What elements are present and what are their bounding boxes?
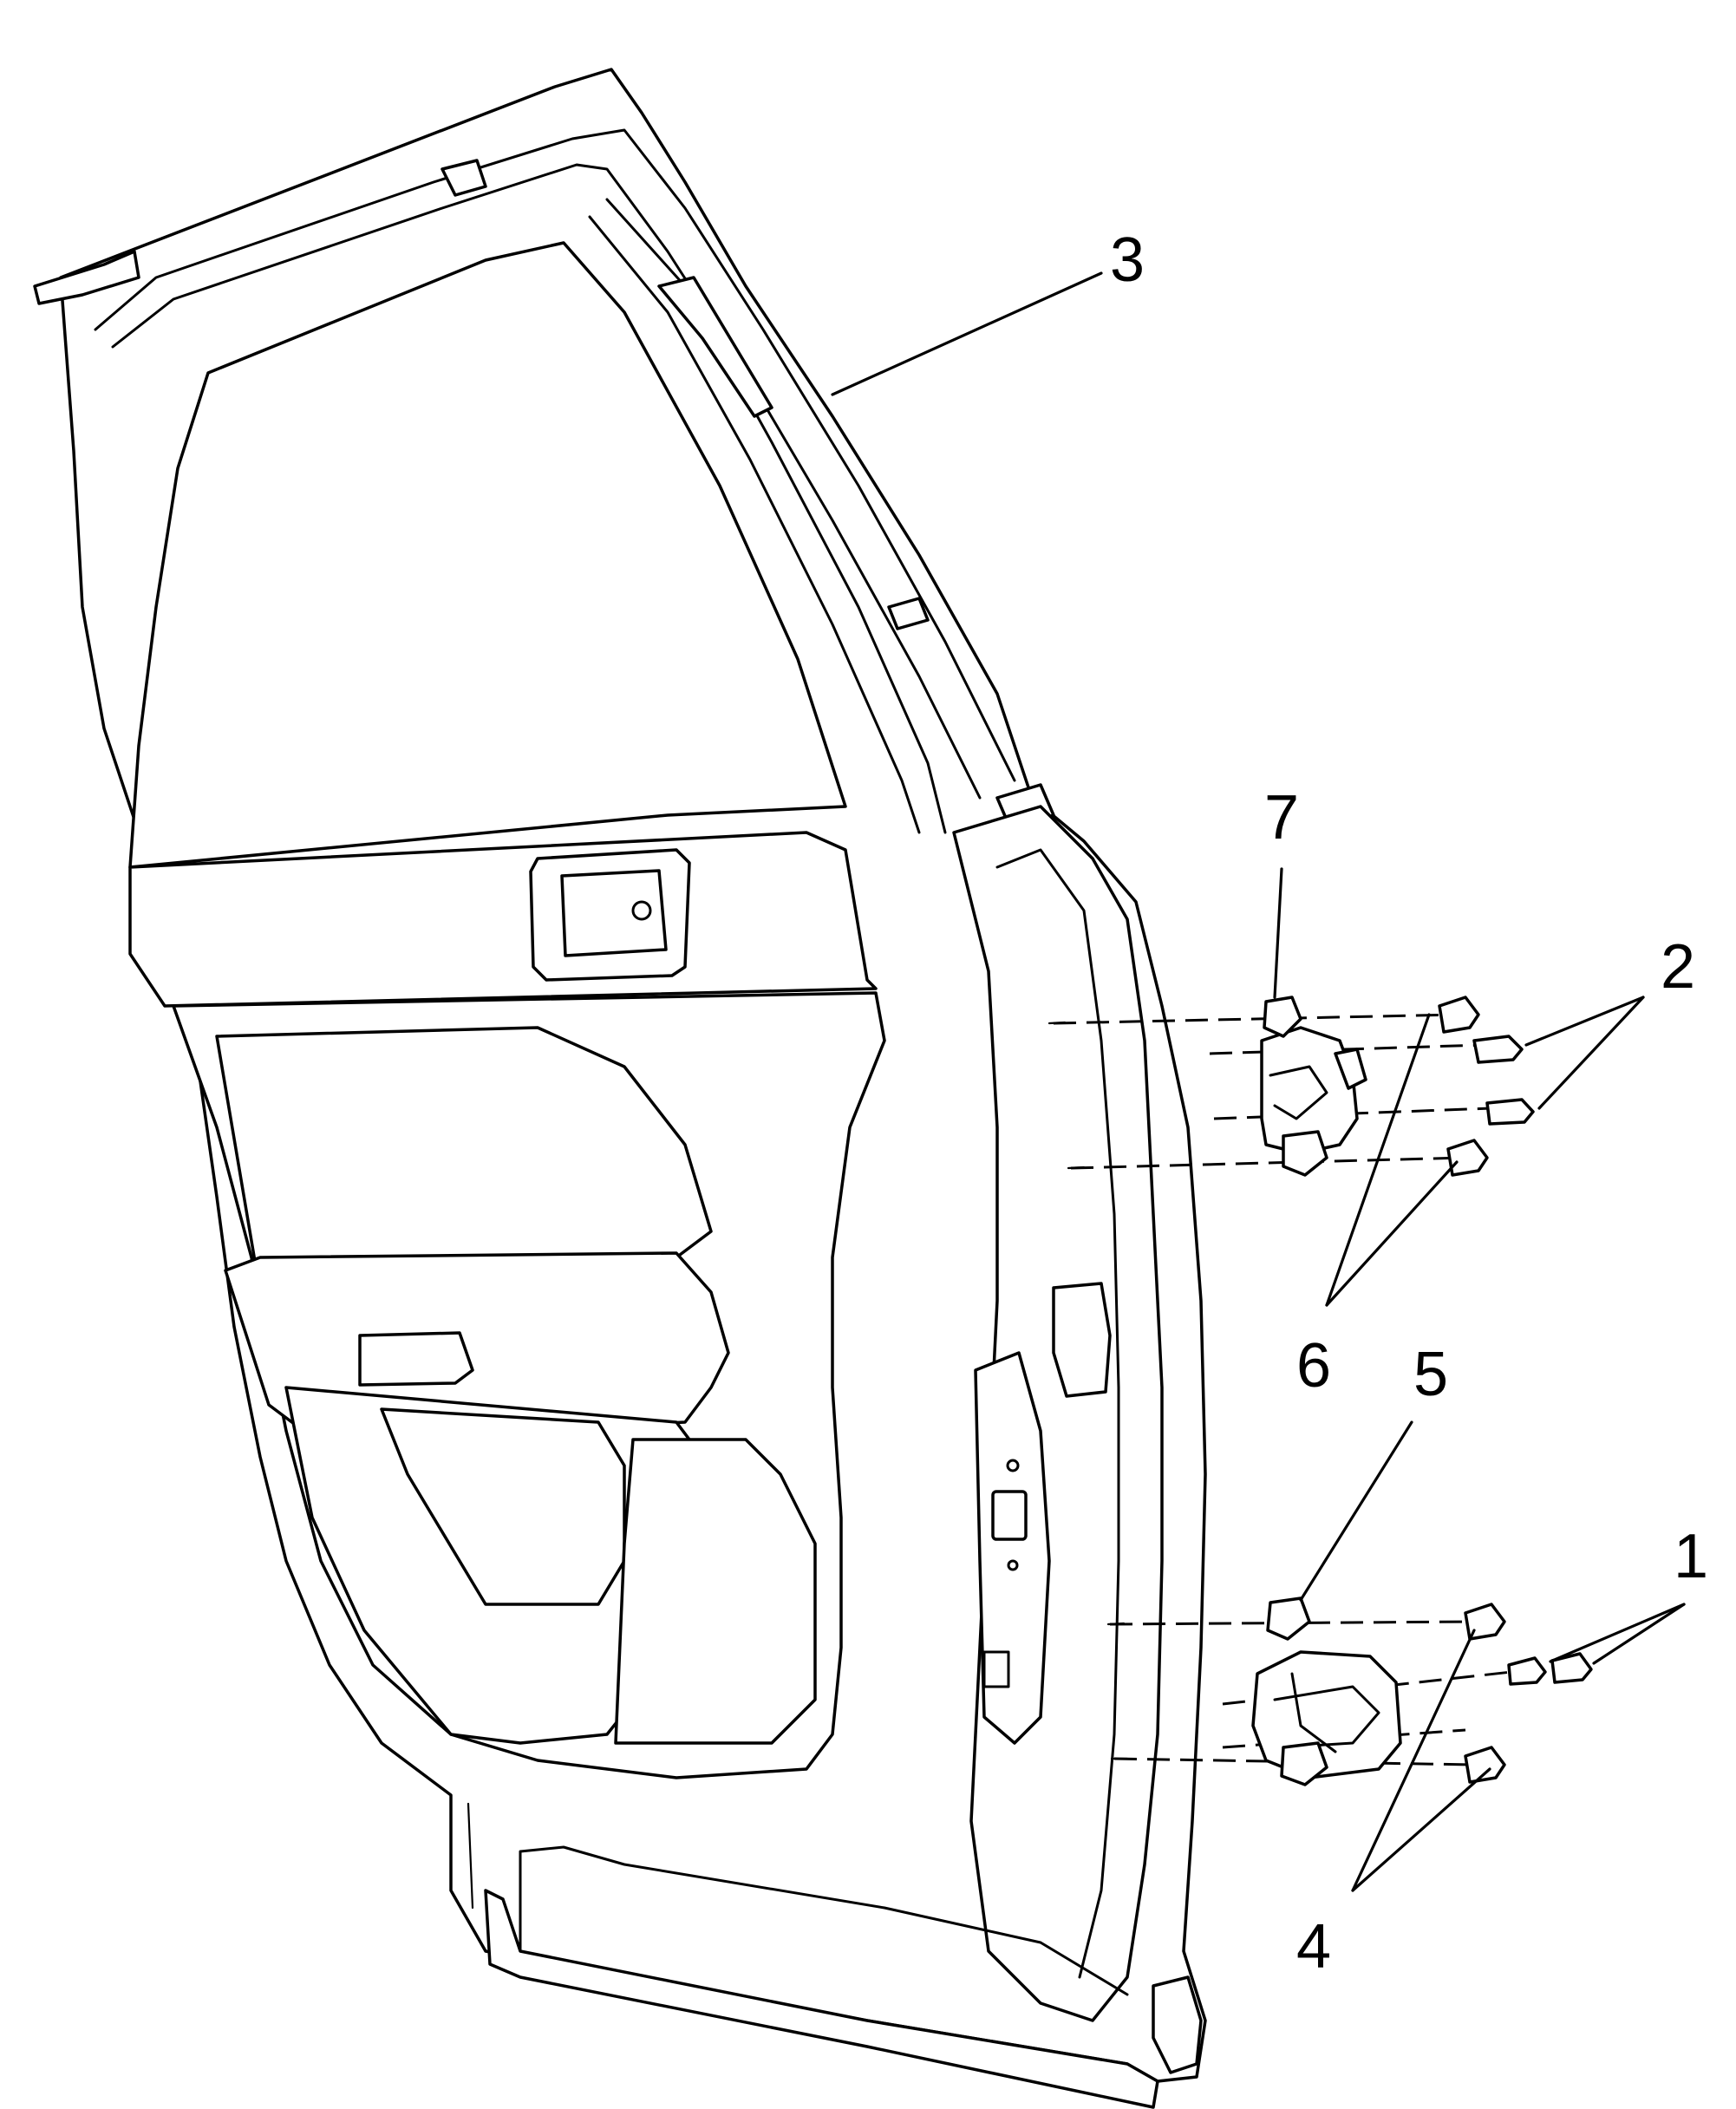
- upper-hinge-washer-bottom: [1282, 1130, 1328, 1177]
- leader-4b: [1351, 1767, 1491, 1892]
- lower-hinge-detail-2: [1290, 1672, 1337, 1753]
- upper-hinge-washer-top: [1263, 996, 1302, 1038]
- upper-bolt-top: [1438, 996, 1480, 1034]
- leader-lines: [831, 271, 1686, 1892]
- sill-edge: [519, 1845, 1129, 1996]
- leader-3: [831, 271, 1103, 396]
- frame-clip-mid: [887, 597, 930, 630]
- latch-striker: [991, 1490, 1028, 1541]
- upper-align-line-1: [1053, 1013, 1458, 1025]
- leader-2b: [1537, 996, 1645, 1110]
- upper-mount-hole-2: [1067, 1166, 1086, 1170]
- lower-hinge-washer-top: [1266, 1596, 1311, 1641]
- callout-labels: 3 7 2 6 5 1 4: [1110, 225, 1708, 1982]
- lower-bolt-bottom: [1464, 1746, 1506, 1784]
- leader-2a: [1524, 996, 1645, 1047]
- lower-hinge-group: [1106, 1596, 1593, 1786]
- callout-4: 4: [1296, 1912, 1331, 1982]
- lower-hinge-bolt-1: [1507, 1656, 1547, 1686]
- upper-mount-hole-1: [1047, 1021, 1067, 1025]
- leader-6b: [1325, 1160, 1459, 1307]
- lower-hinge-bolt-2: [1550, 1652, 1593, 1684]
- upper-hinge-group: [1047, 996, 1535, 1177]
- leader-4a: [1351, 1629, 1476, 1892]
- door-upper-lip: [33, 250, 140, 305]
- handle-pivot: [631, 900, 652, 921]
- latch-housing: [974, 1351, 1051, 1745]
- inside-handle: [560, 869, 668, 957]
- callout-7: 7: [1264, 783, 1299, 852]
- lower-hinge-washer-bottom: [1280, 1741, 1328, 1786]
- leader-1b: [1592, 1603, 1686, 1665]
- window-channel-2: [588, 215, 921, 834]
- lower-hinge-detail: [1273, 1685, 1380, 1749]
- frame-clip-top: [441, 159, 487, 197]
- check-link-opening: [1052, 1282, 1112, 1398]
- latch-hole: [1006, 1459, 1020, 1472]
- upper-hinge-detail: [1269, 1065, 1328, 1120]
- latch-hole-2: [1007, 1559, 1019, 1571]
- leader-6a: [1325, 1013, 1431, 1307]
- leader-7: [1273, 867, 1283, 999]
- leader-1a: [1549, 1603, 1686, 1663]
- pocket-inner: [380, 1407, 626, 1606]
- upper-bolt-bottom: [1446, 1139, 1489, 1177]
- door-seal-line: [94, 128, 1016, 782]
- upper-hinge-pin: [1334, 1048, 1367, 1090]
- hinge-face-edge: [995, 848, 1120, 1979]
- upper-hinge: [1260, 1026, 1359, 1155]
- upper-hinge-bolt-2: [1485, 1098, 1535, 1126]
- callout-3: 3: [1110, 225, 1145, 295]
- pull-handle-cutout: [358, 1331, 474, 1387]
- lower-bracket: [1152, 1975, 1203, 2074]
- speaker-grille: [614, 1438, 817, 1745]
- callout-1: 1: [1674, 1522, 1708, 1591]
- door-seal-line-inner: [111, 163, 982, 800]
- leader-5: [1299, 1420, 1413, 1602]
- upper-hinge-bolt-1: [1472, 1035, 1524, 1064]
- upper-align-line-2: [1209, 1043, 1484, 1055]
- callout-2: 2: [1661, 932, 1695, 1002]
- callout-5: 5: [1413, 1340, 1448, 1409]
- drain-line: [467, 1802, 474, 1910]
- door-window-glass: [128, 241, 847, 869]
- latch-tab: [982, 1650, 1010, 1688]
- rear-door-assembly: [33, 68, 1207, 2109]
- window-channel: [605, 198, 947, 834]
- lower-mount-hole-1: [1106, 1622, 1126, 1626]
- pillar-trim: [657, 276, 773, 418]
- callout-6: 6: [1296, 1331, 1331, 1401]
- door-bottom-sill: [484, 1889, 1159, 2109]
